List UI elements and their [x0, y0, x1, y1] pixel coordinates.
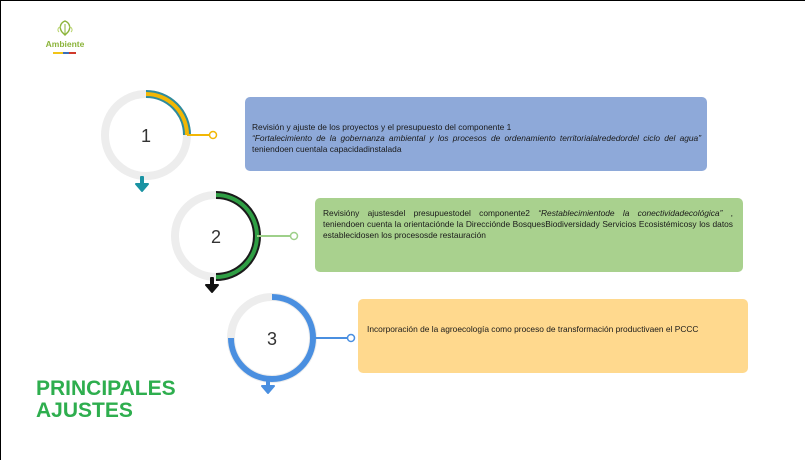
logo-stripe-red — [69, 52, 76, 54]
title-line-1: PRINCIPALES — [36, 377, 176, 400]
title-line-2: AJUSTES — [36, 399, 133, 422]
step-2-number: 2 — [211, 227, 221, 247]
step-1-text-a: Revisión y ajuste de los proyectos y el … — [252, 122, 512, 132]
step-1-indicator: 1 — [101, 90, 218, 192]
step-2-arrow-icon — [205, 277, 219, 293]
step-3-number: 3 — [267, 329, 277, 349]
step-1-card: Revisión y ajuste de los proyectos y el … — [245, 97, 707, 171]
logo-text: Ambiente — [45, 39, 85, 49]
logo-stripe-yellow — [53, 52, 63, 54]
page-title: PRINCIPALES AJUSTES — [36, 378, 176, 422]
step-1-number: 1 — [141, 126, 151, 146]
step-3-arrow-icon — [261, 379, 275, 394]
step-1-arrow-icon — [135, 176, 149, 192]
step-2-text-a: Revisióny ajustesdel presupuestodel comp… — [323, 208, 539, 218]
step-2-text-b: “Restablecimientode la conectividadecoló… — [538, 208, 723, 218]
logo-stripe-blue — [63, 52, 69, 54]
step-2-card: Revisióny ajustesdel presupuestodel comp… — [315, 198, 743, 272]
step-3-text-a: Incorporación de la agroecología como pr… — [367, 324, 699, 334]
ambiente-logo: Ambiente — [39, 19, 91, 65]
leaf-emblem-icon — [57, 20, 73, 36]
step-1-text-c: teniendoen cuentala capacidadinstalada — [252, 144, 402, 154]
step-2-text-c: , teniendoen cuenta la orientaciónde la … — [323, 208, 733, 240]
step-3-card: Incorporación de la agroecología como pr… — [358, 299, 748, 373]
step-2-indicator: 2 — [171, 191, 299, 293]
step-1-text-b: “Fortalecimiento de la gobernanza ambien… — [252, 133, 701, 143]
step-3-indicator: 3 — [227, 293, 356, 394]
